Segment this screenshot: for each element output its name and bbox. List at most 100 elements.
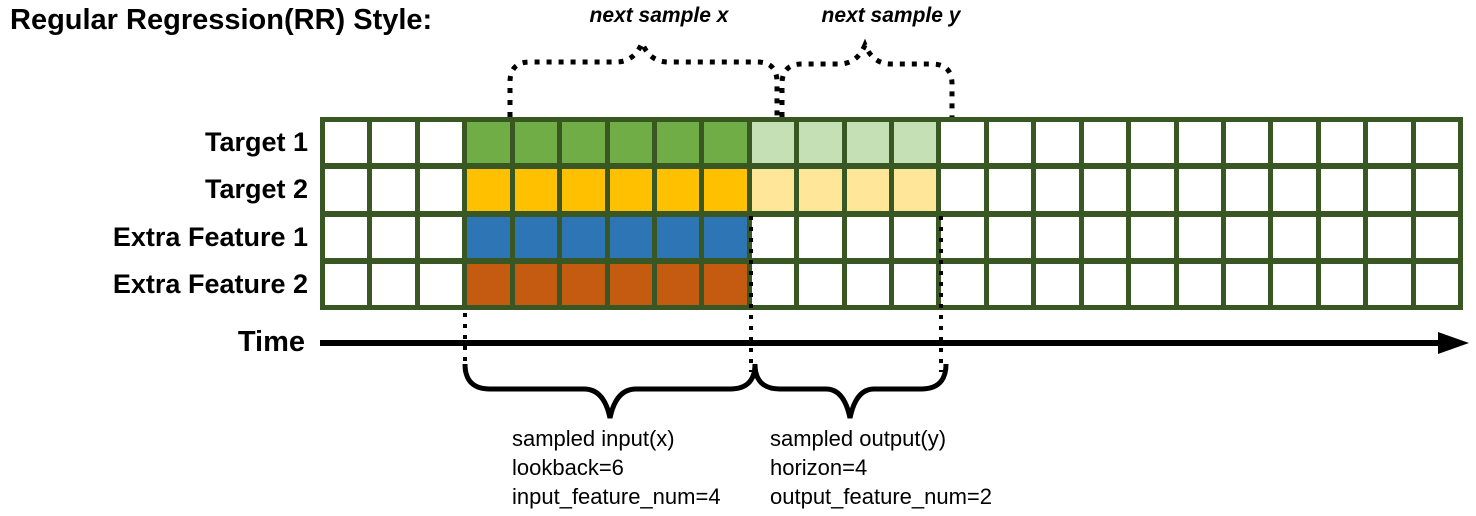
grid-cell [1131, 216, 1174, 258]
grid-cell [609, 169, 652, 211]
grid-cell [514, 169, 558, 211]
grid-cell [372, 169, 415, 211]
grid-cell [846, 122, 889, 164]
grid-cell [1320, 263, 1364, 305]
grid-cell [1225, 122, 1269, 164]
sampled-output-annotation: sampled output(y) horizon=4 output_featu… [770, 424, 992, 511]
next-sample-y-brace [779, 38, 955, 117]
grid-cell [562, 169, 605, 211]
grid-cell [656, 169, 700, 211]
grid-cell [609, 263, 652, 305]
grid-cell [325, 216, 368, 258]
grid-cell [325, 122, 368, 164]
grid-cell [467, 263, 510, 305]
grid-cell [1368, 169, 1411, 211]
grid-cell [562, 122, 605, 164]
grid-cell [419, 216, 463, 258]
grid-cell [1131, 263, 1174, 305]
row-label-extra-feature-1: Extra Feature 1 [112, 221, 308, 252]
grid-cell [1036, 263, 1079, 305]
lookback-value: lookback=6 [512, 455, 624, 480]
grid-cell [1415, 169, 1458, 211]
grid-cell [1083, 169, 1127, 211]
grid-cell [704, 169, 747, 211]
grid-cell [1320, 216, 1364, 258]
grid-cell [656, 263, 700, 305]
grid-cell [941, 122, 984, 164]
sampled-input-annotation: sampled input(x) lookback=6 input_featur… [512, 424, 721, 511]
grid-cell [1415, 122, 1458, 164]
row-labels: Target 1 Target 2 Extra Feature 1 Extra … [0, 117, 308, 310]
grid-cell [1273, 169, 1316, 211]
grid-cell [467, 169, 510, 211]
grid-cell [941, 169, 984, 211]
grid-cell [704, 263, 747, 305]
sampled-input-brace [462, 363, 758, 419]
grid-cell [988, 216, 1032, 258]
grid-cell [419, 263, 463, 305]
grid-cell [1415, 216, 1458, 258]
grid-cell [1273, 263, 1316, 305]
grid-cell [467, 122, 510, 164]
grid-cell [656, 216, 700, 258]
grid-cell [1368, 122, 1411, 164]
grid-cell [1368, 263, 1411, 305]
grid-cell [1320, 169, 1364, 211]
grid-cell [1320, 122, 1364, 164]
sampled-input-title: sampled input(x) [512, 426, 675, 451]
grid-cell [894, 122, 937, 164]
grid-cell [372, 216, 415, 258]
grid-cell [1036, 169, 1079, 211]
grid-cell [799, 216, 842, 258]
next-sample-y-label: next sample y [821, 4, 961, 27]
grid-cell [1273, 122, 1316, 164]
grid-cell [799, 122, 842, 164]
grid-cell [1036, 216, 1079, 258]
grid-cell [1178, 263, 1221, 305]
grid-cell [846, 263, 889, 305]
sample-grid [320, 117, 1463, 310]
grid-cell [1225, 263, 1269, 305]
grid-cell [988, 263, 1032, 305]
row-label-target-1: Target 1 [204, 127, 308, 158]
grid-cell [656, 122, 700, 164]
grid-cell [562, 263, 605, 305]
grid-cell [751, 263, 795, 305]
grid-cell [751, 216, 795, 258]
grid-cell [799, 169, 842, 211]
grid-cell [894, 263, 937, 305]
grid-cell [941, 216, 984, 258]
time-axis-label: Time [237, 326, 305, 358]
grid-cell [1178, 169, 1221, 211]
grid-cell [988, 122, 1032, 164]
grid-cell [562, 216, 605, 258]
sampled-output-title: sampled output(y) [770, 426, 947, 451]
grid-cell [372, 122, 415, 164]
grid-cell [1083, 216, 1127, 258]
grid-cell [846, 169, 889, 211]
time-axis-arrowhead-icon [1438, 332, 1469, 354]
grid-cell [1036, 122, 1079, 164]
grid-cell [846, 216, 889, 258]
grid-cell [514, 263, 558, 305]
grid-cell [372, 263, 415, 305]
grid-cell [894, 216, 937, 258]
sampled-output-brace [752, 363, 949, 419]
grid-cell [704, 216, 747, 258]
grid-cell [325, 169, 368, 211]
grid-cell [514, 122, 558, 164]
next-sample-x-brace [507, 36, 780, 117]
grid-cell [609, 216, 652, 258]
grid-cell [419, 169, 463, 211]
grid-cell [1368, 216, 1411, 258]
output-feature-num-value: output_feature_num=2 [770, 484, 993, 509]
grid-cell [751, 122, 795, 164]
grid-cell [1273, 216, 1316, 258]
grid-cell [1131, 169, 1174, 211]
grid-cell [1083, 122, 1127, 164]
grid-cell [1178, 216, 1221, 258]
grid-cell [941, 263, 984, 305]
diagram-title: Regular Regression(RR) Style: [10, 4, 433, 36]
grid-cell [751, 169, 795, 211]
